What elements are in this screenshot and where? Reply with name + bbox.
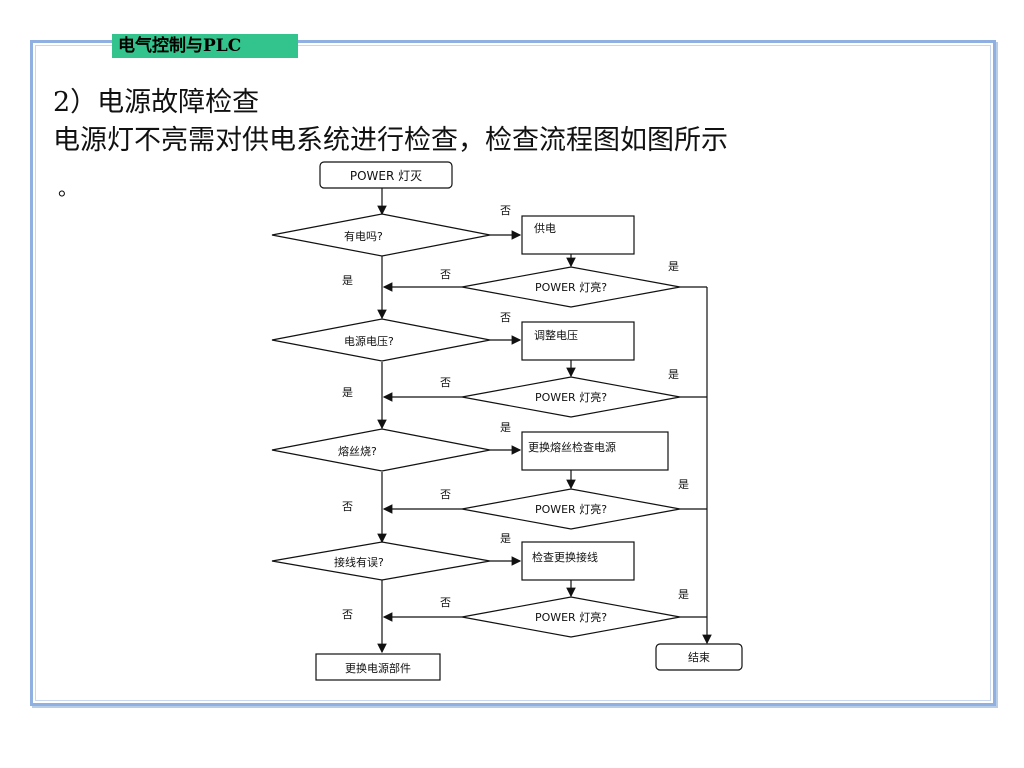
yes-label-4: 是: [500, 532, 511, 545]
action-1-label: 供电: [534, 221, 556, 235]
end-replace-label: 更换电源部件: [345, 661, 411, 675]
slide-frame: [30, 40, 996, 706]
decision-3-label: 熔丝烧?: [338, 444, 377, 458]
yes-label-2: 是: [668, 368, 679, 381]
action-check-wiring: [521, 541, 635, 581]
action-2-label: 调整电压: [534, 328, 578, 342]
action-supply-power: [521, 215, 635, 255]
no-label-3b: 否: [342, 500, 353, 513]
action-replace-fuse: [521, 431, 669, 471]
no-label-4: 否: [440, 596, 451, 609]
no-label-2: 否: [500, 311, 511, 324]
yes-label-1b: 是: [342, 274, 353, 287]
check-4-label: POWER 灯亮?: [535, 610, 607, 624]
no-label-1b: 否: [440, 268, 451, 281]
description-continuation: 。: [58, 176, 78, 200]
power-fault-flowchart: POWER 灯灭 有电吗? 否 供电 POWER 灯亮? 是 否 是 电源电压?…: [266, 158, 750, 686]
start-node: [319, 161, 453, 189]
description-text: 电源灯不亮需对供电系统进行检查，检查流程图如图所示: [53, 125, 728, 156]
section-heading: 2）电源故障检查: [53, 87, 260, 118]
course-tag: 电气控制与PLC: [112, 34, 298, 58]
no-label-1: 否: [500, 204, 511, 217]
yes-label-3: 是: [500, 421, 511, 434]
yes-label-4b: 是: [678, 588, 689, 601]
decision-2-label: 电源电压?: [344, 334, 394, 348]
slide-inner-frame: [35, 45, 991, 701]
check-2-label: POWER 灯亮?: [535, 390, 607, 404]
start-label: POWER 灯灭: [350, 169, 422, 183]
end-label: 结束: [688, 651, 710, 664]
decision-1-label: 有电吗?: [344, 229, 383, 243]
check-3-label: POWER 灯亮?: [535, 502, 607, 516]
no-label-4b: 否: [342, 608, 353, 621]
yes-label-3b: 是: [678, 478, 689, 491]
check-1-label: POWER 灯亮?: [535, 280, 607, 294]
action-adjust-voltage: [521, 321, 635, 361]
no-label-2b: 否: [440, 376, 451, 389]
yes-label-1: 是: [668, 260, 679, 273]
end-node: [655, 643, 743, 671]
no-label-3: 否: [440, 488, 451, 501]
decision-4-label: 接线有误?: [334, 555, 384, 569]
action-3-label: 更换熔丝检查电源: [528, 440, 616, 454]
action-4-label: 检查更换接线: [532, 550, 598, 564]
end-replace-parts: [315, 653, 441, 681]
yes-label-2b: 是: [342, 386, 353, 399]
